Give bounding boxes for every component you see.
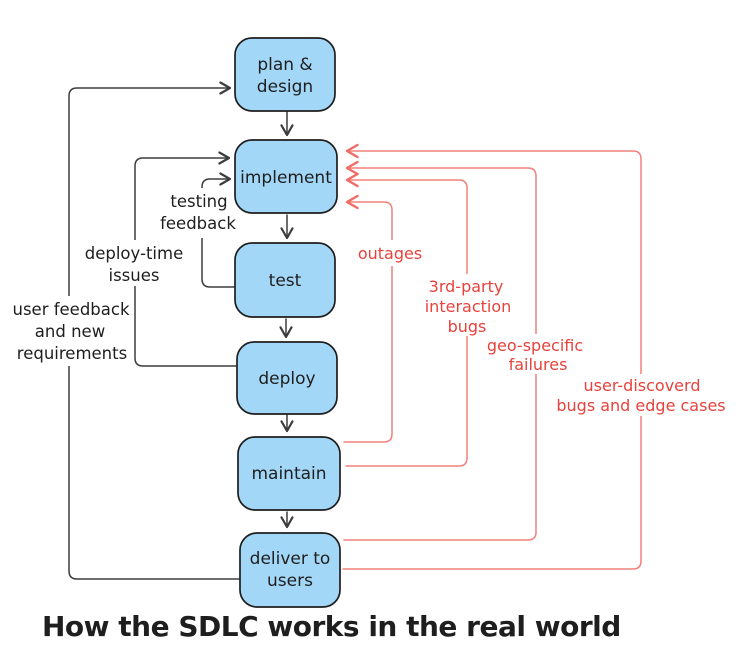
label-testing-feedback-line1: testing [170,192,227,211]
node-test-label: test [269,271,302,291]
label-third-party-line3: bugs [448,317,487,336]
node-plan-design-label-line1: plan & [257,55,312,75]
node-deliver-box [239,532,341,608]
label-geo-line1: geo-specific [487,336,583,355]
node-deliver: deliver to users [239,532,341,608]
label-bg [480,334,590,374]
label-geo-specific: geo-specific failures [480,334,590,374]
node-implement: implement [234,139,338,214]
label-third-party-line2: interaction [425,297,512,316]
label-third-party: 3rd-party interaction bugs [418,274,516,336]
node-deliver-label-line2: users [267,571,313,591]
node-deploy-box [236,341,338,415]
label-bg [548,374,734,416]
edge-outages [343,194,393,443]
label-geo-line2: failures [509,355,568,374]
node-plan-design-label-line2: design [257,77,313,97]
label-user-discovered-line1: user-discoverd [584,376,701,395]
label-testing-feedback: testing feedback [158,188,242,238]
node-implement-box [234,139,338,214]
node-maintain-box [237,436,341,511]
label-outages: outages [352,240,428,266]
edge-user-discovered [342,143,642,570]
label-bg [418,274,516,336]
label-user-feedback: user feedback and new requirements [8,296,132,366]
node-plan-design: plan & design [234,37,336,112]
label-user-discovered-line2: bugs and edge cases [556,396,725,415]
node-maintain: maintain [237,436,341,511]
label-third-party-line1: 3rd-party [429,277,504,296]
label-deploy-time-line2: issues [109,266,160,285]
label-user-feedback-line2: and new [35,322,105,341]
node-test: test [234,242,336,318]
label-bg [158,188,242,238]
diagram-title: How the SDLC works in the real world [42,610,621,643]
node-implement-label: implement [240,168,332,188]
label-deploy-time-issues: deploy-time issues [80,240,188,286]
node-deliver-label-line1: deliver to [250,549,331,569]
label-testing-feedback-line2: feedback [160,214,236,233]
label-deploy-time-line1: deploy-time [85,244,183,263]
node-deploy: deploy [236,341,338,415]
label-user-feedback-line3: requirements [17,344,127,363]
label-user-feedback-line1: user feedback [12,300,129,319]
label-bg [352,240,428,266]
label-bg [80,240,188,286]
node-maintain-label: maintain [251,464,326,484]
node-plan-design-box [234,37,336,112]
label-bg [8,296,132,366]
label-outages-line1: outages [358,244,422,263]
node-test-box [234,242,336,318]
label-user-discovered: user-discoverd bugs and edge cases [548,374,734,416]
node-deploy-label: deploy [258,369,315,389]
